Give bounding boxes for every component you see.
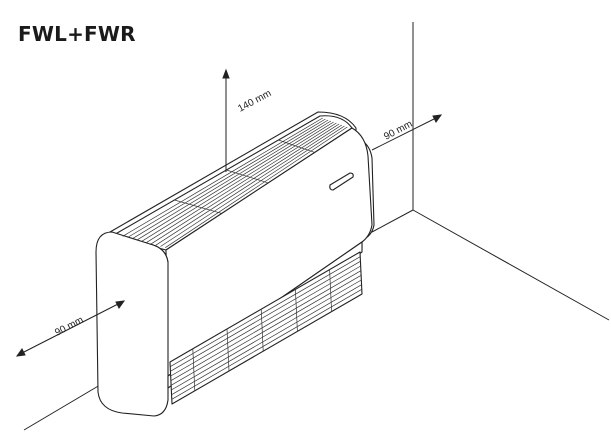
floor-line-right [412, 209, 610, 321]
top-grille-slat [136, 120, 332, 241]
bottom-grille-slat [170, 256, 361, 368]
top-grille-rib [278, 139, 315, 153]
fan-coil-unit [95, 111, 375, 417]
dimension-arrows [15, 68, 443, 357]
diagram-title: FWL+FWR [18, 22, 136, 46]
unit-front-face [165, 127, 373, 377]
bottom-grille-divider [260, 309, 264, 352]
bottom-grille-slat [170, 274, 362, 386]
bottom-grille-slat [171, 284, 362, 396]
bottom-grille-slat [171, 279, 362, 391]
right-clearance-label: 90 mm [382, 119, 414, 143]
top-grille-slats [122, 117, 348, 248]
top-grille-slat [132, 119, 329, 240]
bottom-grille-slat [171, 288, 362, 400]
bottom-grille-divider [192, 348, 196, 391]
top-grille-rib [174, 199, 222, 214]
bottom-grille-slat [170, 265, 361, 377]
top-grille-slat [150, 123, 340, 245]
left-clearance-label: 90 mm [53, 315, 85, 339]
top-clearance-arrowhead [222, 68, 230, 79]
top-grille-slat [155, 124, 342, 246]
bottom-grille-divider [226, 328, 230, 372]
top-grille-slat [165, 126, 348, 248]
bottom-grille-slat [170, 270, 362, 382]
right-clearance-arrow [371, 117, 437, 151]
unit-left-side [95, 231, 169, 417]
top-grille-rib [226, 169, 269, 184]
right-clearance-arrowhead [432, 114, 443, 123]
left-clearance-arrowhead-right [115, 300, 126, 309]
left-clearance-arrow [21, 302, 121, 354]
bottom-grille-divider [295, 289, 298, 332]
room-corner [23, 22, 610, 431]
left-clearance-arrowhead-left [15, 348, 26, 357]
control-door [329, 172, 354, 191]
unit-left-edge [149, 243, 169, 263]
floor-line-left [371, 209, 414, 233]
floor-line-left-far [23, 384, 101, 431]
top-grille-slat [160, 125, 345, 247]
top-grille-slat [122, 117, 323, 237]
top-clearance-label: 140 mm [236, 88, 273, 115]
bottom-grille-divider [329, 269, 332, 312]
top-grille-slat [146, 122, 337, 243]
bottom-grille-slat [170, 260, 361, 372]
bottom-grille-slats [170, 256, 362, 400]
top-grille-slat [127, 118, 326, 238]
top-grille-slat [141, 121, 334, 242]
